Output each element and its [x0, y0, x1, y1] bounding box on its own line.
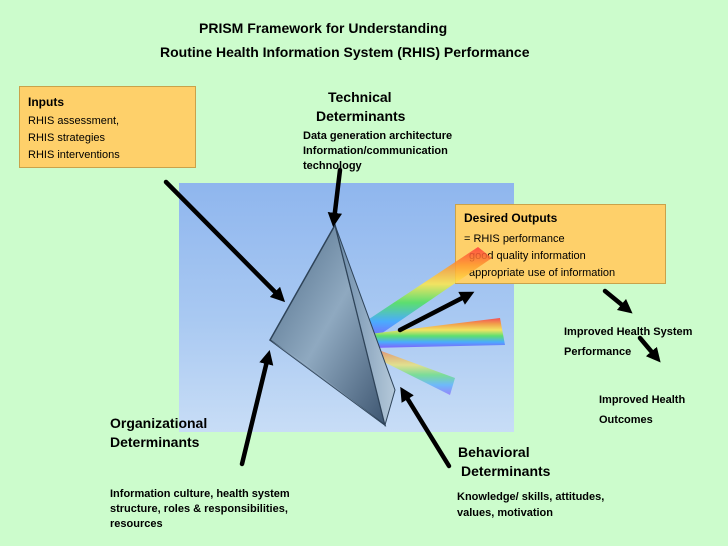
inputs-arrow: [163, 179, 286, 303]
rainbow-rays: [360, 247, 505, 395]
outputs-item: = RHIS performance: [464, 233, 565, 245]
diagram-title-line1: PRISM Framework for Understanding: [199, 20, 448, 36]
inputs-item: RHIS strategies: [28, 132, 106, 144]
technical-heading-line1: Technical: [328, 89, 392, 105]
outputs-item: good quality information: [469, 250, 586, 262]
technical-arrow: [327, 167, 343, 228]
health-system-line1: Improved Health System: [564, 326, 693, 338]
technical-item: Information/communication: [303, 145, 448, 157]
organizational-arrow: [239, 350, 274, 467]
health-system-line2: Performance: [564, 346, 632, 358]
diagram-title-line2: Routine Health Information System (RHIS)…: [160, 44, 530, 60]
outputs-heading: Desired Outputs: [464, 211, 558, 225]
desired-outputs-box: Desired Outputs = RHIS performance good …: [455, 204, 666, 284]
health-outcomes-line1: Improved Health: [599, 394, 686, 406]
organizational-item: resources: [110, 518, 163, 530]
organizational-heading-line1: Organizational: [110, 415, 208, 431]
health-outcomes-line2: Outcomes: [599, 414, 653, 426]
health-system-arrow: [602, 288, 633, 314]
organizational-item: structure, roles & responsibilities,: [110, 503, 288, 515]
organizational-heading-line2: Determinants: [110, 434, 200, 450]
behavioral-item: Knowledge/ skills, attitudes,: [457, 491, 605, 503]
arrows: [163, 167, 661, 469]
inputs-item: RHIS interventions: [28, 149, 120, 161]
inputs-box: Inputs RHIS assessment, RHIS strategies …: [19, 86, 196, 168]
outputs-arrow: [397, 291, 475, 333]
technical-heading-line2: Determinants: [316, 108, 406, 124]
prism: [269, 222, 396, 427]
behavioral-heading-line2: Determinants: [461, 463, 551, 479]
behavioral-item: values, motivation: [457, 507, 553, 519]
technical-item: technology: [303, 160, 362, 172]
health-outcomes-arrow: [637, 335, 661, 363]
behavioral-arrow: [400, 386, 452, 469]
outputs-item: appropriate use of information: [469, 267, 616, 279]
inputs-heading: Inputs: [28, 95, 64, 109]
organizational-item: Information culture, health system: [110, 488, 290, 500]
technical-item: Data generation architecture: [303, 130, 453, 142]
inputs-item: RHIS assessment,: [28, 115, 120, 127]
behavioral-heading-line1: Behavioral: [458, 444, 530, 460]
